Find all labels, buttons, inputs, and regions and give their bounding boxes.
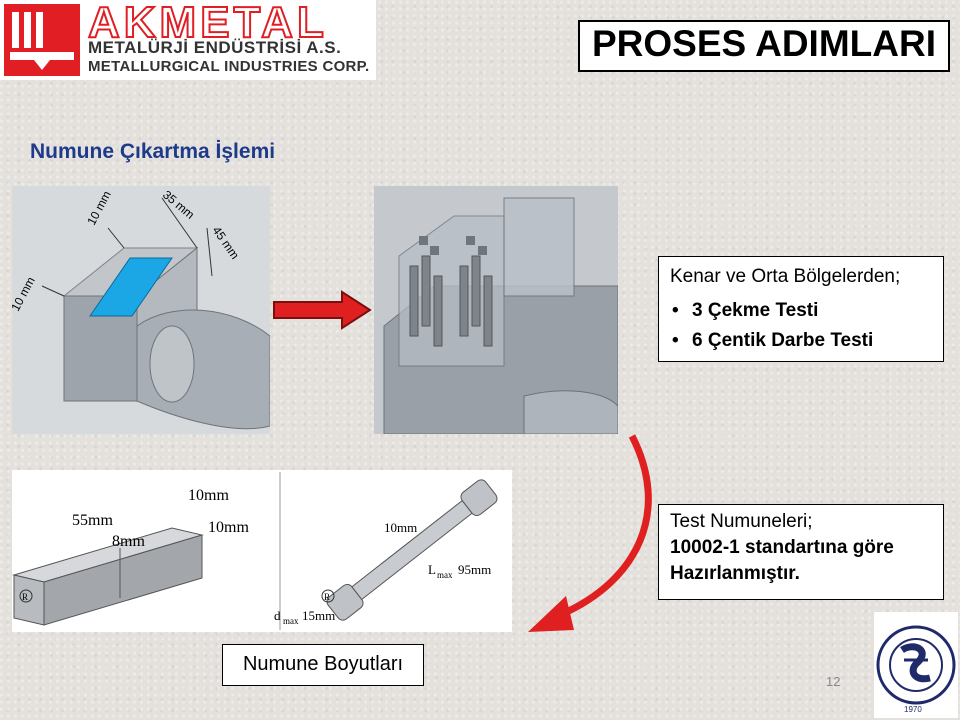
registered-mark: R bbox=[22, 592, 28, 602]
logo-mark bbox=[4, 4, 80, 76]
info-box-sampling bbox=[658, 256, 944, 362]
info-box-heading: Kenar ve Orta Bölgelerden; bbox=[670, 266, 901, 287]
dim-label-sub: max bbox=[283, 616, 299, 626]
company-logo: AKMETAL METALÜRJİ ENDÜSTRİSİ A.S. METALL… bbox=[0, 0, 376, 80]
right-arrow-icon bbox=[273, 290, 372, 330]
info-box-line: 10002-1 standartına göre bbox=[670, 537, 894, 558]
logo-brand: AKMETAL bbox=[87, 0, 328, 48]
page-number: 12 bbox=[826, 674, 841, 689]
section-subtitle: Numune Çıkartma İşlemi bbox=[30, 140, 276, 163]
dim-label: 10mm bbox=[208, 519, 249, 536]
info-box-line: Hazırlanmıştır. bbox=[670, 563, 800, 584]
title-frame bbox=[578, 20, 950, 72]
registered-mark: R bbox=[324, 592, 330, 602]
bullet-item: •6 Çentik Darbe Testi bbox=[672, 330, 874, 351]
dim-label-prefix: L bbox=[428, 562, 436, 577]
dim-label: 10mm bbox=[188, 487, 229, 504]
bullet-item: •3 Çekme Testi bbox=[672, 300, 819, 321]
logo-line-1: METALÜRJİ ENDÜSTRİSİ A.S. bbox=[88, 38, 342, 57]
dim-label: 95mm bbox=[458, 562, 491, 577]
info-box-standard bbox=[658, 504, 944, 600]
specimen-layout-diagram bbox=[374, 186, 619, 435]
figure-caption: Numune Boyutları bbox=[242, 653, 404, 675]
info-box-line: Test Numuneleri; bbox=[670, 511, 813, 532]
university-year: 1970 bbox=[904, 705, 922, 714]
page-title: PROSES ADIMLARI bbox=[592, 23, 936, 64]
curved-arrow-icon bbox=[528, 434, 652, 632]
dim-label: 55mm bbox=[72, 512, 113, 529]
extraction-diagram: 10 mm 35 mm 45 mm 10 mm bbox=[8, 186, 271, 434]
dim-label-prefix: d bbox=[274, 608, 281, 623]
logo-line-2: METALLURGICAL INDUSTRIES CORP. bbox=[88, 58, 370, 75]
caption-frame bbox=[222, 644, 424, 686]
dim-label: 15mm bbox=[302, 608, 335, 623]
university-logo: 1970 bbox=[874, 612, 958, 718]
specimen-dimensions-figure: 55mm 10mm 10mm 8mm R R 10mm L max 95mm d… bbox=[12, 470, 512, 632]
dim-label: 8mm bbox=[112, 533, 145, 550]
dim-label: 10mm bbox=[384, 520, 417, 535]
dim-label-sub: max bbox=[437, 570, 453, 580]
